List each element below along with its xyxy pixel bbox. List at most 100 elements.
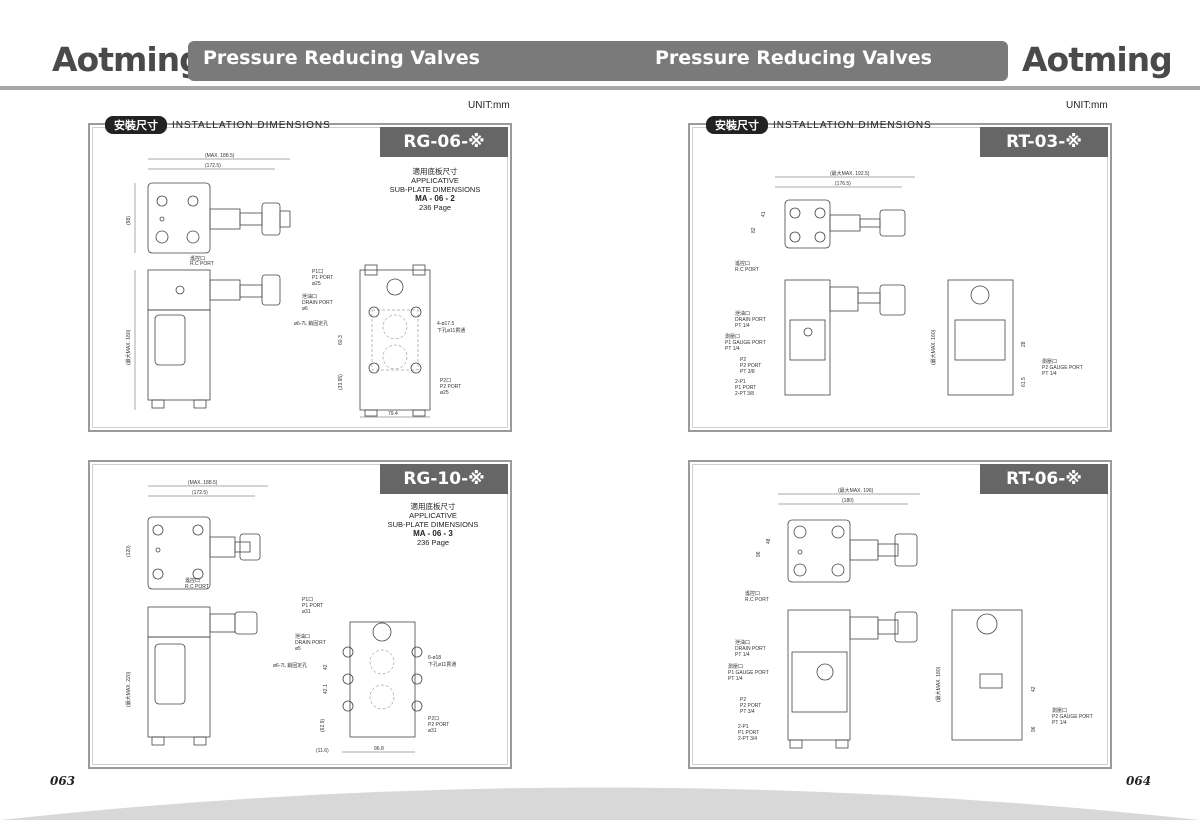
- p2-gauge-cn: 測壓口: [1052, 707, 1067, 714]
- unit-label-right: UNIT:mm: [1066, 100, 1108, 111]
- bolt-hole-label: 6-ø18: [428, 655, 441, 661]
- p1-port-cn: P1口: [312, 269, 323, 275]
- p2-port-cn: P2: [740, 357, 746, 363]
- panel-rg06: RG-06-※ 適用底板尺寸 APPLICATIVE SUB-PLATE DIM…: [88, 123, 512, 432]
- p1-gauge-thread: PT 1/4: [725, 346, 740, 352]
- model-title: RT-06-※: [980, 464, 1108, 494]
- p2-port-label: P2 PORT: [740, 703, 761, 709]
- dim-max-height: (最大MAX. 180): [935, 666, 942, 702]
- p1-port-cn: 2-P1: [735, 379, 746, 385]
- rc-port-cn: 遙控口: [745, 590, 760, 597]
- page-title-left: Pressure Reducing Valves: [203, 47, 480, 69]
- rc-port-label: R.C PORT: [735, 267, 759, 273]
- p1-port-dia: ø25: [312, 281, 321, 287]
- page-number-left: 063: [50, 774, 76, 788]
- dim-max-width: (最大MAX. 196): [838, 487, 874, 494]
- subplate-applicative: APPLICATIVE: [409, 511, 457, 520]
- rc-port-cn: 遙控口: [190, 255, 205, 262]
- dim-h2: 82: [751, 227, 757, 233]
- dim-max-height: (最大MAX. 160): [930, 329, 937, 365]
- dim-d2: (33.95): [338, 374, 344, 390]
- p1-port-cn: 2-P1: [738, 724, 749, 730]
- p2-gauge-label: P2 GAUGE PORT: [1042, 365, 1083, 371]
- install-badge: 安裝尺寸: [105, 116, 167, 134]
- drain-port-label: DRAIN PORT: [295, 640, 326, 646]
- p2-gauge-label: P2 GAUGE PORT: [1052, 714, 1093, 720]
- model-title: RT-03-※: [980, 127, 1108, 157]
- dim-h1: 41: [761, 211, 767, 217]
- panel-rt06: RT-06-※ (最大MAX. 196) (180) 48 96 遙控口 R.C…: [688, 460, 1112, 769]
- p2-port-cn: P2: [740, 697, 746, 703]
- rc-port-label: R.C PORT: [190, 261, 214, 267]
- drain-port-cn: 泄油口: [302, 293, 317, 300]
- dim-d1: 42: [323, 664, 329, 670]
- p2-port-dia: ø25: [440, 390, 449, 396]
- p1-port-thread: 2-PT 3/8: [735, 391, 754, 397]
- p1-port-label: P1 PORT: [735, 385, 756, 391]
- drain-port-dia: ø5: [295, 646, 301, 652]
- dim-max-height: (最大MAX. 180): [125, 329, 132, 365]
- dim-top-height: (120): [126, 545, 132, 557]
- p2-port-thread: PT 3/8: [740, 369, 755, 375]
- dim-max-height: (最大MAX. 220): [125, 671, 132, 707]
- model-title: RG-06-※: [380, 127, 508, 157]
- install-label: INSTALLATION DIMENSIONS: [172, 119, 331, 131]
- dim-r1: 42: [1031, 686, 1037, 692]
- p1-port-cn: P1口: [302, 597, 313, 603]
- panel-rt03: RT-03-※ (最大MAX. 192.5) (176.5) 41 82 遙控口…: [688, 123, 1112, 432]
- subplate-page: 236 Page: [416, 538, 450, 547]
- p2-port-label: P2 PORT: [428, 722, 449, 728]
- page-title-right: Pressure Reducing Valves: [655, 47, 932, 69]
- drain-port-cn: 泄油口: [735, 310, 750, 317]
- p2-gauge-thread: PT 1/4: [1052, 720, 1067, 726]
- drain-port-label: DRAIN PORT: [735, 646, 766, 652]
- dim-max-width: (最大MAX. 192.5): [830, 170, 870, 177]
- install-header-rt03: 安裝尺寸 INSTALLATION DIMENSIONS: [706, 116, 932, 134]
- subplate-cn: 適用底板尺寸: [410, 502, 456, 511]
- p2-gauge-thread: PT 1/4: [1042, 371, 1057, 377]
- subplate-model: MA - 06 - 3: [413, 529, 453, 538]
- dim-max-width: (MAX. 188.5): [205, 153, 235, 159]
- p1-port-dia: ø31: [302, 609, 311, 615]
- dim-width: (180): [842, 498, 854, 504]
- p1-gauge-cn: 測壓口: [728, 663, 743, 670]
- p1-port-label: P1 PORT: [738, 730, 759, 736]
- thru-hole-label: 下孔ø11貫通: [428, 661, 456, 668]
- pin-hole-label: ø6-7L 銷固定孔: [294, 320, 328, 327]
- p2-port-thread: PT 3/4: [740, 709, 755, 715]
- install-badge: 安裝尺寸: [706, 116, 768, 134]
- header-rule: [0, 86, 1200, 90]
- pin-hole-label: ø6-7L 銷固定孔: [273, 662, 307, 669]
- dim-d2: 42.1: [323, 684, 329, 694]
- dim-base-width: 96.8: [374, 746, 384, 752]
- dim-h2: 96: [756, 551, 762, 557]
- unit-label-left: UNIT:mm: [468, 100, 510, 111]
- p1-gauge-cn: 測壓口: [725, 333, 740, 340]
- p2-port-cn: P2口: [428, 716, 439, 722]
- dim-width: (176.5): [835, 181, 851, 187]
- drain-port-thread: PT 1/4: [735, 652, 750, 658]
- p2-gauge-cn: 測壓口: [1042, 358, 1057, 365]
- thru-hole-label: 下孔ø11貫通: [437, 327, 465, 334]
- drain-port-label: DRAIN PORT: [302, 300, 333, 306]
- bolt-hole-label: 4-ø17.5: [437, 321, 454, 327]
- model-title: RG-10-※: [380, 464, 508, 494]
- header-bar: [188, 41, 1008, 81]
- dim-d4: (11.6): [316, 748, 329, 754]
- page-number-right: 064: [1126, 774, 1152, 788]
- subplate-applicative: APPLICATIVE: [411, 176, 459, 185]
- subplate-model: MA - 06 - 2: [415, 194, 455, 203]
- dim-max-width: (MAX. 188.5): [188, 480, 218, 486]
- brand-logo-left: Aotming: [52, 40, 203, 79]
- dim-r1: 28: [1021, 341, 1027, 347]
- dim-width: (172.5): [192, 490, 208, 496]
- rg06-drawing: (MAX. 188.5) (172.5) (98) (最大MAX. 180) 遙…: [125, 153, 465, 418]
- rc-port-cn: 遙控口: [735, 260, 750, 267]
- subplate-page: 236 Page: [418, 203, 452, 212]
- brand-logo-right: Aotming: [1022, 40, 1173, 79]
- rc-port-cn: 遙控口: [185, 577, 200, 584]
- p2-port-label: P2 PORT: [740, 363, 761, 369]
- p1-gauge-label: P1 GAUGE PORT: [728, 670, 769, 676]
- subplate-cn: 適用底板尺寸: [412, 167, 458, 176]
- drain-port-cn: 泄油口: [295, 633, 310, 640]
